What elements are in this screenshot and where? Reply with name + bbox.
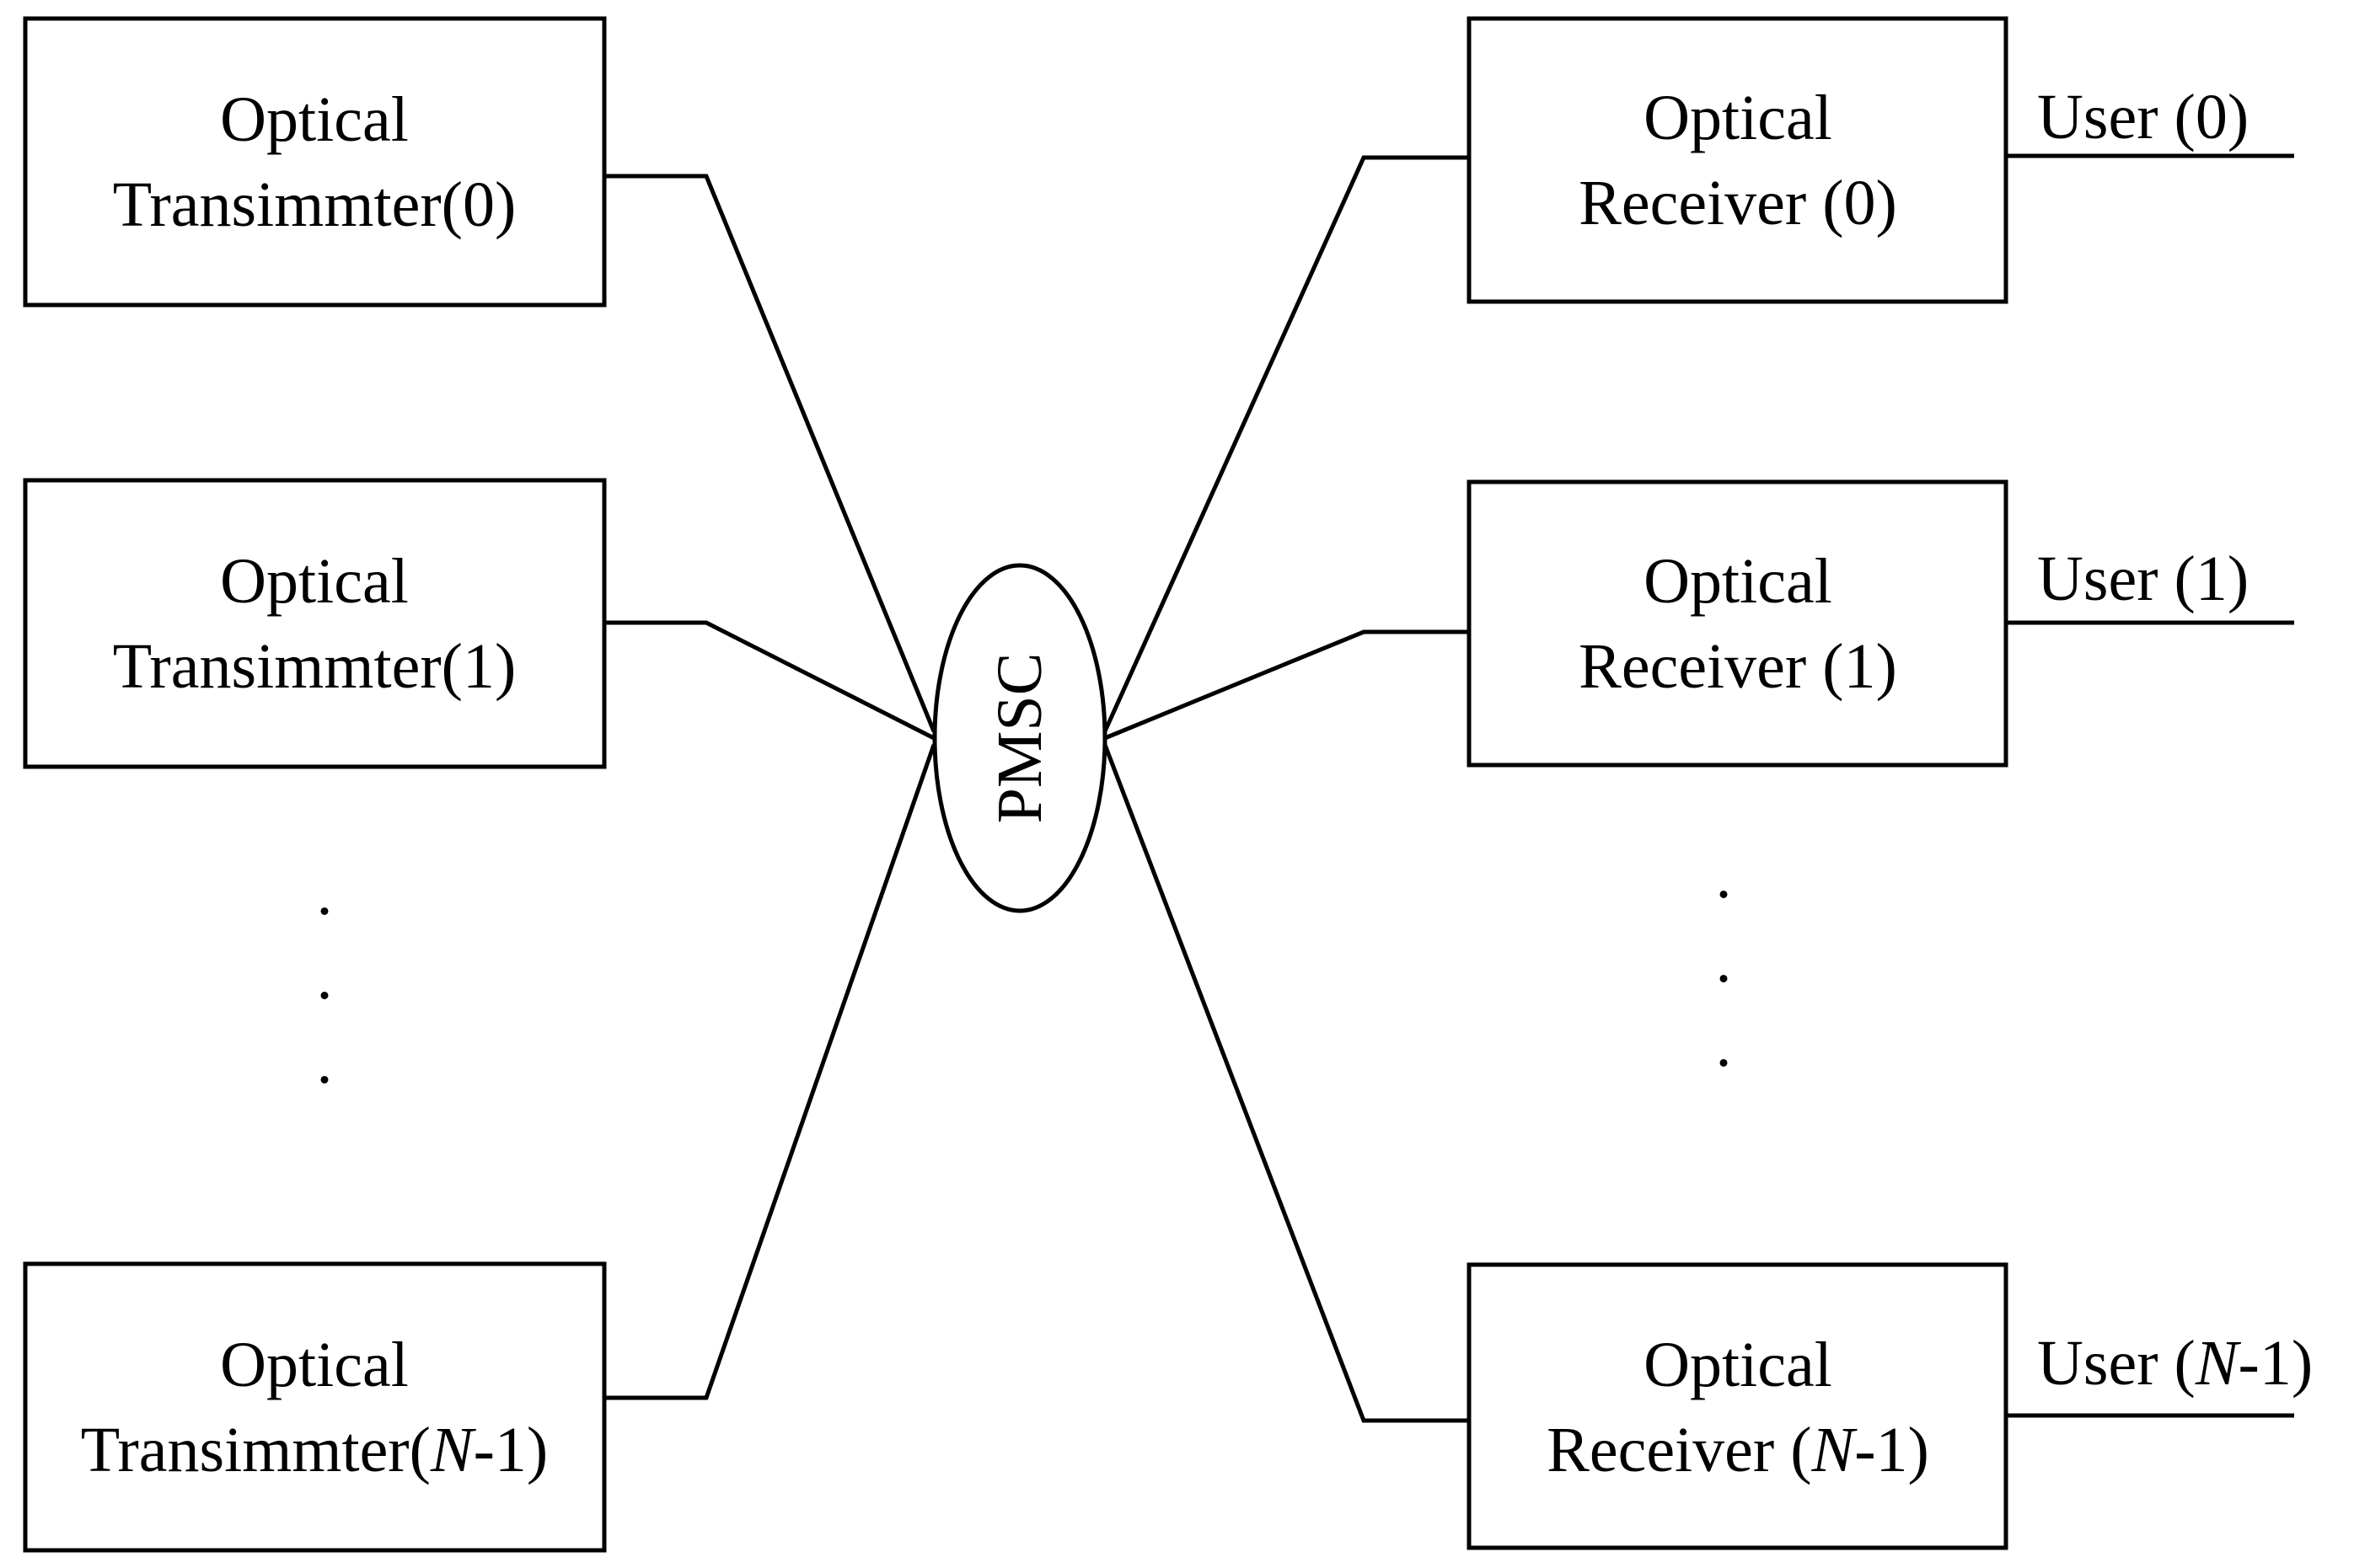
receiver-box-0 [1467, 16, 2008, 304]
pmsc-hub: PMSC [932, 563, 1107, 913]
receiver-0-label: Receiver (0) [1579, 168, 1897, 238]
transmitter-box-0 [23, 16, 607, 308]
transmitter-0-label: Transimmter(0) [113, 169, 517, 240]
user-label-1: User (1) [2037, 543, 2249, 614]
receiver-0-title: Optical [1644, 83, 1832, 153]
transmitter-block-0: Optical Transimmter(0) [23, 16, 607, 308]
receiver-n-1-label: Receiver (N-1) [1547, 1415, 1929, 1485]
wire-receiver-n-1 [1102, 744, 1469, 1423]
receiver-dot-1: . [1716, 841, 1732, 912]
transmitter-1-title: Optical [220, 546, 409, 617]
transmitter-dot-2: . [317, 942, 333, 1013]
receiver-box-n-1 [1467, 1262, 2008, 1550]
transmitter-block-n-1: Optical Transimmter(N-1) [23, 1261, 607, 1553]
receiver-1-label: Receiver (1) [1579, 631, 1897, 702]
transmitter-box-1 [23, 478, 607, 769]
transmitter-block-1: Optical Transimmter(1) [23, 478, 607, 769]
transmitter-box-n-1 [23, 1261, 607, 1553]
receiver-n-1-title: Optical [1644, 1330, 1832, 1400]
wire-receiver-1 [1104, 629, 1469, 741]
wire-transmitter-0 [604, 174, 936, 732]
transmitter-0-title: Optical [220, 84, 409, 155]
wire-transmitter-n-1 [604, 744, 936, 1400]
transmitter-1-label: Transimmter(1) [113, 631, 517, 702]
receiver-box-1 [1467, 479, 2008, 768]
pmsc-ellipse [932, 563, 1107, 913]
transmitter-dot-3: . [317, 1026, 333, 1097]
receiver-ellipsis: . . . [1716, 841, 1732, 1080]
wire-transmitter-1 [604, 620, 936, 741]
receiver-block-n-1: Optical Receiver (N-1) [1467, 1262, 2008, 1550]
transmitter-n-1-title: Optical [220, 1330, 409, 1400]
receiver-block-1: Optical Receiver (1) [1467, 479, 2008, 768]
wires [604, 153, 2294, 1423]
receiver-1-title: Optical [1644, 546, 1832, 617]
user-label-n-1: User (N-1) [2037, 1328, 2313, 1399]
user-label-0: User (0) [2037, 82, 2249, 153]
receiver-dot-3: . [1716, 1009, 1732, 1080]
transmitter-dot-1: . [317, 858, 333, 928]
transmitter-ellipsis: . . . [317, 858, 333, 1097]
receiver-block-0: Optical Receiver (0) [1467, 16, 2008, 304]
user-labels: User (0) User (1) User (N-1) [2037, 82, 2313, 1399]
transmitter-n-1-label: Transimmter(N-1) [81, 1415, 549, 1485]
pmsc-label: PMSC [984, 653, 1055, 824]
receiver-dot-2: . [1716, 925, 1732, 996]
wire-receiver-0 [1102, 155, 1469, 733]
